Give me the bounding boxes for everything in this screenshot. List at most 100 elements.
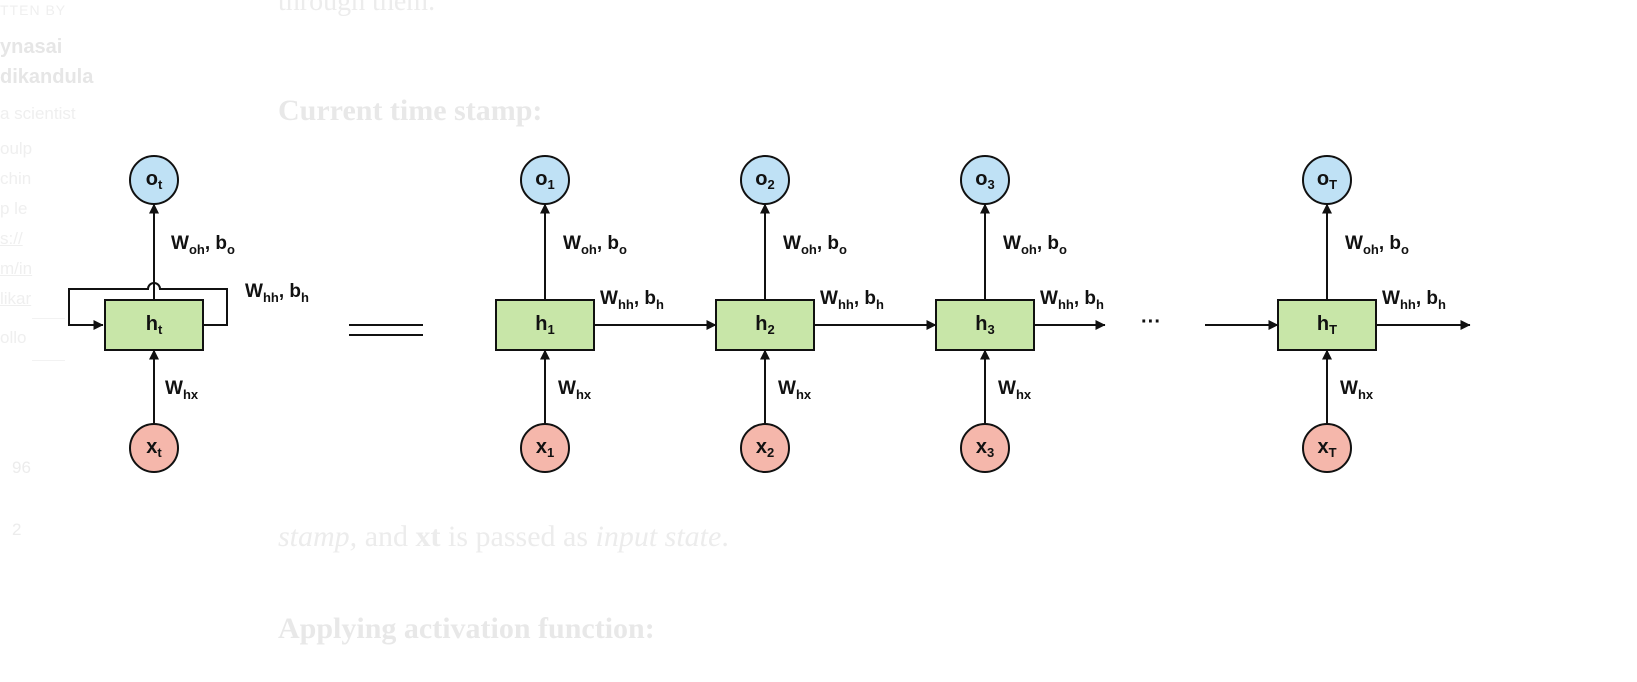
folded-recurrent-weight-label: Whh, bh	[245, 281, 309, 305]
step-1-output-weight-label-bsub: o	[619, 242, 627, 257]
divider	[32, 318, 72, 319]
step-1-recurrent-weight-label-wsub: hh	[618, 297, 634, 312]
step-2-recurrent-weight-label: Whh, bh	[820, 288, 884, 312]
step-2-input-weight-label-w: W	[778, 378, 796, 399]
folded-input-weight-label-wsub: hx	[183, 387, 199, 402]
step-3-hidden-label: h3	[975, 313, 994, 337]
step-3-hidden-label-main: h	[975, 313, 987, 335]
step-4-input-label-main: x	[1317, 436, 1328, 458]
step-4-recurrent-weight-label-sep: , b	[1416, 288, 1438, 309]
folded-input-label-main: x	[146, 436, 157, 458]
written-by-label: TTEN BY	[0, 2, 67, 18]
step-1-output-label: o1	[535, 168, 554, 192]
step-4-output-weight-label: Woh, bo	[1345, 233, 1409, 257]
step-1-recurrent-weight-label: Whh, bh	[600, 288, 664, 312]
step-1-input-weight-label-w: W	[558, 378, 576, 399]
step-2-output-label: o2	[755, 168, 774, 192]
step-2-output-label-main: o	[755, 168, 767, 190]
bio-line: p le	[0, 199, 28, 218]
step-3-recurrent-weight-label-wsub: hh	[1058, 297, 1074, 312]
paragraph-text: and	[357, 520, 416, 553]
step-3-input-label-main: x	[976, 436, 987, 458]
step-3-recurrent-weight-label-sep: , b	[1074, 288, 1096, 309]
step-3-input-weight-label-w: W	[998, 378, 1016, 399]
step-4-recurrent-weight-label-w: W	[1382, 288, 1400, 309]
step-4-hidden-label: hT	[1317, 313, 1337, 337]
step-3-output-label-sub: 3	[987, 177, 994, 192]
step-1-output-weight-label: Woh, bo	[563, 233, 627, 257]
folded-hidden-label: ht	[146, 313, 163, 337]
step-4-recurrent-weight-label-bsub: h	[1438, 297, 1446, 312]
folded-output-weight-label-sep: , b	[205, 233, 227, 254]
step-3-input-weight-label: Whx	[998, 378, 1032, 402]
follow-button[interactable]: ollo	[0, 328, 27, 347]
author-role: a scientist	[0, 104, 76, 123]
step-4-input-weight-label: Whx	[1340, 378, 1374, 402]
step-4-recurrent-weight-label: Whh, bh	[1382, 288, 1446, 312]
bio-line: oulp	[0, 139, 33, 158]
step-4-output-weight-label-wsub: oh	[1363, 242, 1379, 257]
step-4-output-label-sub: T	[1329, 177, 1337, 192]
step-4-recurrent-weight-label-wsub: hh	[1400, 297, 1416, 312]
step-1-output-weight-label-wsub: oh	[581, 242, 597, 257]
folded-recurrent-weight-label-sep: , b	[279, 281, 301, 302]
bio-link[interactable]: m/in	[0, 259, 33, 278]
step-3-output-label-main: o	[975, 168, 987, 190]
paragraph-text: input state	[595, 520, 722, 553]
step-4-hidden-label-sub: T	[1329, 322, 1337, 337]
folded-output-label: ot	[146, 168, 163, 192]
author-bio: oulp chin p le s:// m/in likar	[0, 134, 32, 314]
folded-output-weight-label: Woh, bo	[171, 233, 235, 257]
step-1-input-label-sub: 1	[547, 445, 554, 460]
step-1-recurrent-weight-label-w: W	[600, 288, 618, 309]
step-2-output-weight-label-wsub: oh	[801, 242, 817, 257]
step-1-output-weight-label-w: W	[563, 233, 581, 254]
step-1-input-label-main: x	[536, 436, 547, 458]
step-3-input-weight-label-wsub: hx	[1016, 387, 1032, 402]
step-4-hidden-label-main: h	[1317, 313, 1329, 335]
step-2-input-label-sub: 2	[767, 445, 774, 460]
step-3-output-label: o3	[975, 168, 994, 192]
article-paragraph: stamp, and xt is passed as input state.	[278, 520, 729, 554]
author-name[interactable]: ynasai dikandula	[0, 32, 93, 92]
author-name-line: ynasai	[0, 36, 63, 58]
bio-link[interactable]: likar	[0, 289, 32, 308]
step-3-hidden-label-sub: 3	[987, 322, 994, 337]
step-1-input-weight-label: Whx	[558, 378, 592, 402]
article-paragraph: through them.	[278, 0, 436, 17]
folded-output-label-main: o	[146, 168, 158, 190]
step-2-hidden-label: h2	[755, 313, 774, 337]
step-2-hidden-label-sub: 2	[767, 322, 774, 337]
step-1-output-label-main: o	[535, 168, 547, 190]
folded-hidden-label-main: h	[146, 313, 158, 335]
step-2-output-label-sub: 2	[767, 177, 774, 192]
step-2-hidden-label-main: h	[755, 313, 767, 335]
step-4-output-label: oT	[1317, 168, 1337, 192]
step-4-input-weight-label-wsub: hx	[1358, 387, 1374, 402]
bio-link[interactable]: s://	[0, 229, 23, 248]
folded-output-label-sub: t	[158, 177, 163, 192]
folded-input-weight-label: Whx	[165, 378, 199, 402]
step-2-recurrent-weight-label-sep: , b	[854, 288, 876, 309]
step-2-input-label-main: x	[756, 436, 767, 458]
bio-line: chin	[0, 169, 32, 188]
folded-recurrent-weight-label-wsub: hh	[263, 290, 279, 305]
step-3-output-weight-label-wsub: oh	[1021, 242, 1037, 257]
step-2-output-weight-label-w: W	[783, 233, 801, 254]
paragraph-text: .	[721, 520, 729, 553]
clap-count[interactable]: 96	[12, 458, 31, 477]
folded-recurrent-weight-label-bsub: h	[301, 290, 309, 305]
step-3-recurrent-weight-label: Whh, bh	[1040, 288, 1104, 312]
step-2-input-weight-label: Whx	[778, 378, 812, 402]
comment-count[interactable]: 2	[12, 520, 22, 539]
section-heading: Current time stamp:	[278, 94, 543, 127]
step-2-recurrent-weight-label-wsub: hh	[838, 297, 854, 312]
step-3-input-label: x3	[976, 436, 994, 460]
paragraph-text: stamp,	[278, 520, 358, 553]
paragraph-text: is passed as	[440, 520, 596, 553]
step-3-output-weight-label-sep: , b	[1037, 233, 1059, 254]
